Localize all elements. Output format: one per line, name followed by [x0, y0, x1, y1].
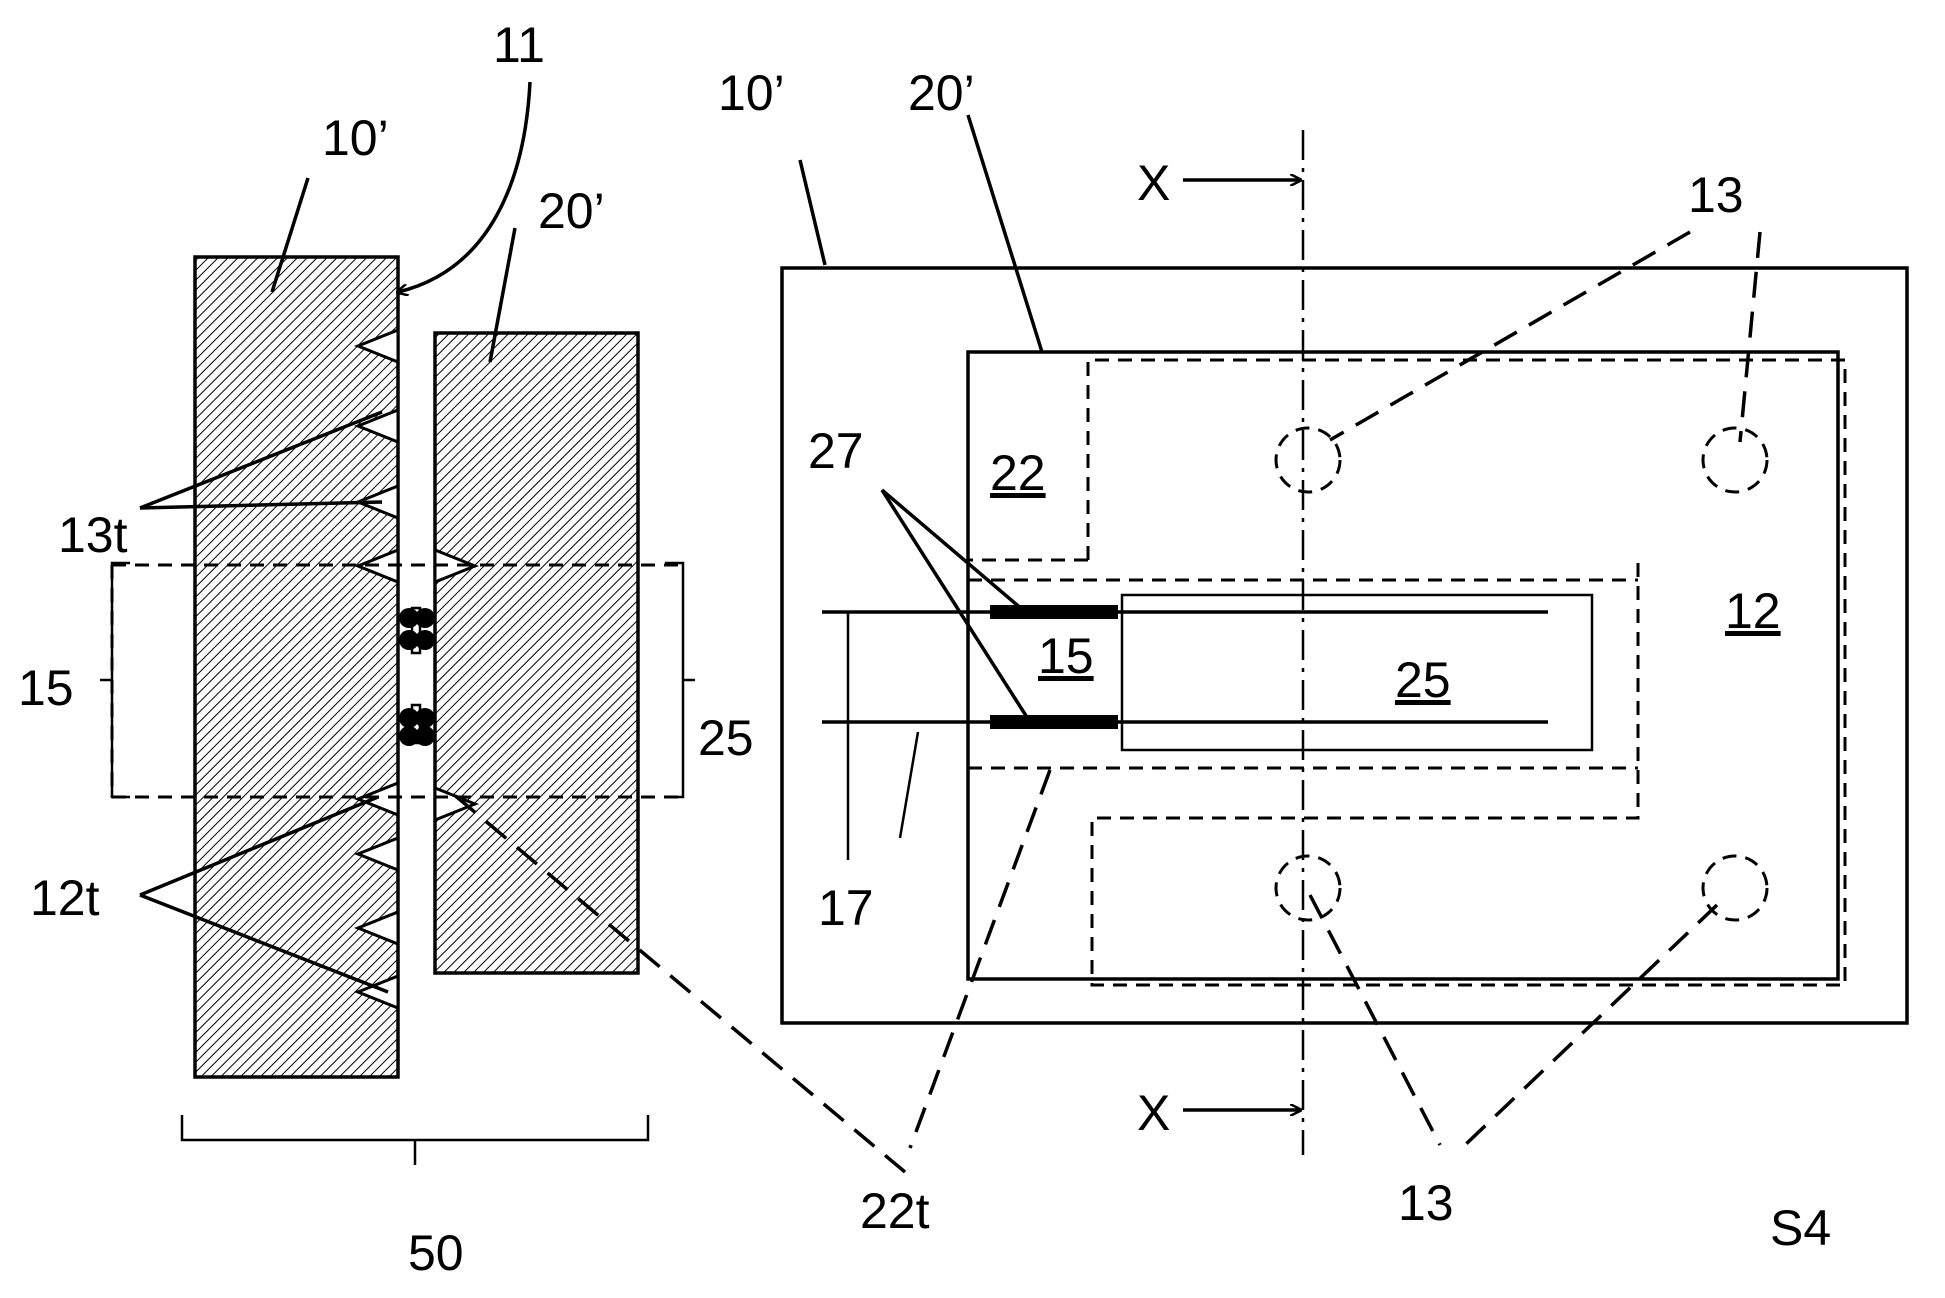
- label-x-bottom: X: [1137, 1085, 1170, 1141]
- via-13-top-right: [1703, 428, 1767, 492]
- label-13t: 13t: [58, 507, 128, 563]
- label-25-left: 25: [698, 710, 754, 766]
- label-10-left: 10’: [322, 110, 389, 166]
- label-50: 50: [408, 1225, 464, 1281]
- label-27: 27: [808, 423, 864, 479]
- bracket-25: [665, 563, 695, 797]
- label-20-right: 20’: [908, 65, 975, 121]
- bond-bumps: [399, 608, 435, 746]
- region-25: [1122, 595, 1592, 750]
- label-x-top: X: [1137, 155, 1170, 211]
- cross-section-view: [100, 82, 905, 1172]
- label-11: 11: [493, 17, 545, 73]
- label-15-right: 15: [1038, 628, 1094, 684]
- label-12: 12: [1725, 583, 1781, 639]
- label-17: 17: [818, 880, 874, 936]
- label-15-left: 15: [18, 660, 74, 716]
- substrate-10-plan: [782, 268, 1907, 1023]
- label-22t: 22t: [860, 1183, 930, 1239]
- via-13-bottom-left: [1276, 856, 1340, 920]
- substrate-10-section: [195, 257, 398, 1077]
- label-25-right: 25: [1395, 652, 1451, 708]
- label-13-bottom: 13: [1398, 1175, 1454, 1231]
- label-12t: 12t: [30, 870, 100, 926]
- via-13-top-left: [1276, 428, 1340, 492]
- label-10-right: 10’: [718, 65, 785, 121]
- region-12-outline: [1088, 360, 1845, 985]
- bracket-50: [182, 1115, 648, 1165]
- substrate-20-section: [435, 333, 638, 973]
- label-22: 22: [990, 445, 1046, 501]
- label-s4: S4: [1770, 1200, 1831, 1256]
- label-20-left: 20’: [538, 183, 605, 239]
- label-13-top: 13: [1688, 167, 1744, 223]
- bracket-15: [100, 563, 130, 797]
